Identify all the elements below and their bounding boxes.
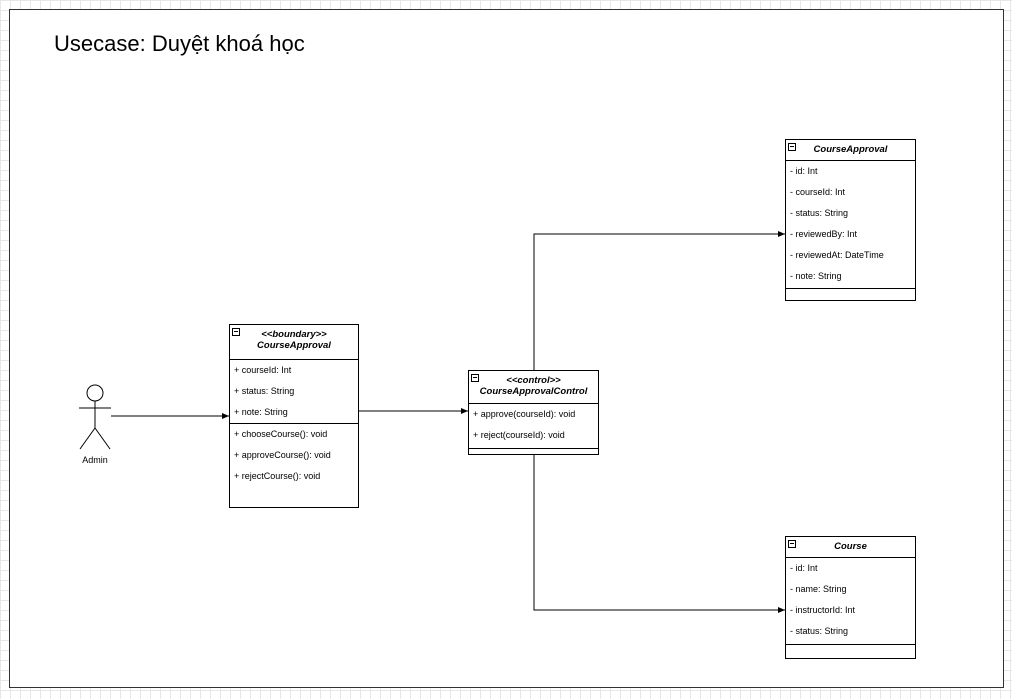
method-row: + reject(courseId): void — [473, 430, 565, 440]
entity-courseapproval-class[interactable]: CourseApproval - id: Int - courseId: Int… — [785, 139, 916, 301]
class-name: Course — [834, 541, 867, 552]
attribute-row: - note: String — [790, 271, 842, 281]
class-stereotype: <<control>> — [506, 375, 561, 386]
attribute-row: - id: Int — [790, 563, 818, 573]
method-row: + chooseCourse(): void — [234, 429, 328, 439]
class-header: <<control>> CourseApprovalControl — [469, 371, 598, 404]
method-row: + rejectCourse(): void — [234, 471, 321, 481]
attribute-row: - name: String — [790, 584, 847, 594]
diagram-title: Usecase: Duyệt khoá học — [54, 31, 305, 56]
attributes-section: - id: Int - name: String - instructorId:… — [786, 558, 915, 645]
attribute-row: - reviewedAt: DateTime — [790, 250, 884, 260]
methods-section: + approve(courseId): void + reject(cours… — [469, 404, 598, 449]
attribute-row: - status: String — [790, 208, 849, 218]
attribute-row: + status: String — [234, 386, 295, 396]
methods-section: + chooseCourse(): void + approveCourse()… — [230, 424, 358, 508]
attribute-row: - courseId: Int — [790, 187, 846, 197]
admin-actor-icon — [79, 384, 111, 450]
control-class[interactable]: <<control>> CourseApprovalControl + appr… — [468, 370, 599, 455]
class-header: Course — [786, 537, 915, 558]
class-name: CourseApproval — [257, 340, 331, 351]
collapse-icon[interactable] — [788, 540, 796, 548]
attribute-row: - id: Int — [790, 166, 818, 176]
method-row: + approveCourse(): void — [234, 450, 331, 460]
attribute-row: - reviewedBy: Int — [790, 229, 858, 239]
method-row: + approve(courseId): void — [473, 409, 576, 419]
class-stereotype: <<boundary>> — [261, 329, 327, 340]
collapse-icon[interactable] — [471, 374, 479, 382]
class-name: CourseApprovalControl — [479, 386, 588, 397]
class-name: CourseApproval — [813, 144, 888, 155]
attribute-row: + courseId: Int — [234, 365, 292, 375]
attribute-row: - instructorId: Int — [790, 605, 856, 615]
actor-label: Admin — [82, 455, 108, 465]
boundary-class[interactable]: <<boundary>> CourseApproval + courseId: … — [229, 324, 359, 508]
attribute-row: + note: String — [234, 407, 288, 417]
attributes-section: - id: Int - courseId: Int - status: Stri… — [786, 161, 915, 289]
class-header: CourseApproval — [786, 140, 915, 161]
control-to-courseapproval-arrow — [533, 231, 785, 370]
collapse-icon[interactable] — [788, 143, 796, 151]
attribute-row: - status: String — [790, 626, 849, 636]
collapse-icon[interactable] — [232, 328, 240, 336]
control-to-course-arrow — [533, 455, 785, 613]
entity-course-class[interactable]: Course - id: Int - name: String - instru… — [785, 536, 916, 659]
class-header: <<boundary>> CourseApproval — [230, 325, 358, 360]
attributes-section: + courseId: Int + status: String + note:… — [230, 360, 358, 424]
